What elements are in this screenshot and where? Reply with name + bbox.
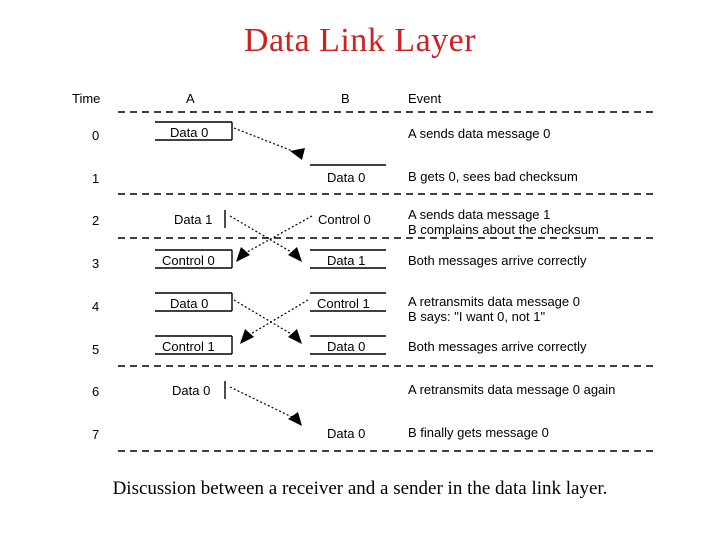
time-label-6: 6 — [92, 384, 99, 399]
message-box-b-1: Data 0 — [310, 164, 386, 185]
message-box-a-4: Data 0 — [155, 292, 233, 312]
time-label-2: 2 — [92, 213, 99, 228]
message-box-a-5: Control 1 — [155, 335, 233, 355]
message-label-b-7: Data 0 — [327, 426, 365, 441]
message-label-a-4: Data 0 — [170, 296, 208, 311]
message-box-b-5: Data 0 — [310, 335, 386, 355]
message-box-b-7: Data 0 — [327, 426, 365, 441]
time-label-3: 3 — [92, 256, 99, 271]
time-label-1: 1 — [92, 171, 99, 186]
event-text-4-line1: A retransmits data message 0 — [408, 294, 580, 309]
event-text-0-line1: A sends data message 0 — [408, 126, 550, 141]
time-label-7: 7 — [92, 427, 99, 442]
message-label-a-3: Control 0 — [162, 253, 215, 268]
column-header-time: Time — [72, 91, 100, 106]
arrow-data0-a-to-b — [233, 127, 305, 160]
event-text-1-line1: B gets 0, sees bad checksum — [408, 169, 578, 184]
column-header-event: Event — [408, 91, 442, 106]
arrow-data0-retransmit-a-to-b — [233, 299, 302, 344]
time-label-0: 0 — [92, 128, 99, 143]
message-label-a-0: Data 0 — [170, 125, 208, 140]
message-box-b-3: Data 1 — [310, 249, 386, 269]
message-label-a-6: Data 0 — [172, 383, 210, 398]
column-header-b: B — [341, 91, 350, 106]
time-label-4: 4 — [92, 299, 99, 314]
message-label-b-4: Control 1 — [317, 296, 370, 311]
message-box-b-2: Control 0 — [318, 212, 371, 227]
arrow-control0-b-to-a — [236, 215, 313, 262]
page-title: Data Link Layer — [243, 22, 477, 59]
arrow-data1-a-to-b — [229, 215, 302, 262]
event-text-6-line1: A retransmits data message 0 again — [408, 382, 615, 397]
message-box-a-0: Data 0 — [155, 121, 233, 141]
event-text-5-line1: Both messages arrive correctly — [408, 339, 587, 354]
arrow-data0-again-a-to-b — [229, 386, 302, 426]
message-label-a-2: Data 1 — [174, 212, 212, 227]
message-label-a-5: Control 1 — [162, 339, 215, 354]
message-box-a-6: Data 0 — [172, 381, 226, 399]
message-label-b-3: Data 1 — [327, 253, 365, 268]
time-label-5: 5 — [92, 342, 99, 357]
event-text-4-line2: B says: "I want 0, not 1" — [408, 309, 546, 324]
message-label-b-1: Data 0 — [327, 170, 365, 185]
column-header-a: A — [186, 91, 195, 106]
figure-caption: Discussion between a receiver and a send… — [112, 478, 608, 499]
event-text-3-line1: Both messages arrive correctly — [408, 253, 587, 268]
arrow-control1-b-to-a — [240, 299, 309, 344]
protocol-timeline-diagram: Time A B Event 0 Data 0 A sends data mes… — [0, 78, 720, 468]
event-text-2-line2: B complains about the checksum — [408, 222, 599, 237]
message-label-b-5: Data 0 — [327, 339, 365, 354]
event-text-2-line1: A sends data message 1 — [408, 207, 550, 222]
message-box-b-4: Control 1 — [310, 292, 386, 312]
message-box-a-3: Control 0 — [155, 249, 233, 269]
message-box-a-2: Data 1 — [174, 210, 226, 228]
event-text-7-line1: B finally gets message 0 — [408, 425, 549, 440]
message-label-b-2: Control 0 — [318, 212, 371, 227]
